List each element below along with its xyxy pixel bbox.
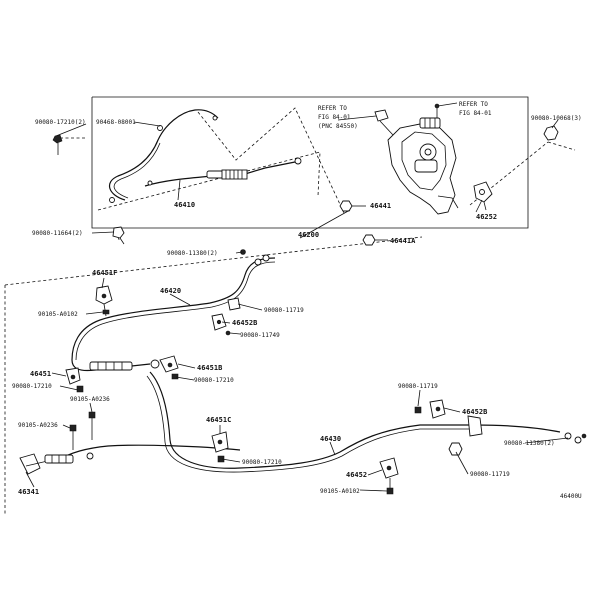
label-46451c: 46451C bbox=[206, 416, 231, 424]
bolt-90080-10068 bbox=[543, 125, 559, 141]
label-90080-11719-right: 90080-11719 bbox=[398, 383, 438, 390]
label-90080-11380-2-right: 90080-11380(2) bbox=[504, 440, 555, 447]
label-46410: 46410 bbox=[174, 201, 195, 209]
nut-46441a bbox=[362, 234, 388, 246]
label-90080-11380-2-top: 90080-11380(2) bbox=[167, 250, 218, 257]
nut-90080-11719 bbox=[448, 442, 463, 456]
label-46452b-top: 46452B bbox=[232, 319, 257, 327]
label-46200: 46200 bbox=[298, 231, 319, 239]
lever-assembly-box bbox=[91, 96, 529, 229]
label-46420: 46420 bbox=[160, 287, 181, 295]
label-90105-a0102-top: 90105-A0102 bbox=[38, 311, 78, 318]
refer-note-2-line-1: REFER TO bbox=[459, 101, 488, 108]
label-90105-a0236-left: 90105-A0236 bbox=[18, 422, 58, 429]
leader-lines bbox=[25, 102, 569, 492]
label-90080-17210-2: 90080-17210(2) bbox=[35, 119, 86, 126]
label-90080-11664-2: 90080-11664(2) bbox=[32, 230, 83, 237]
clip-90080-11664 bbox=[112, 226, 125, 245]
clamp-46452b-right bbox=[414, 399, 446, 419]
refer-note-1-line-1: REFER TO bbox=[318, 105, 347, 112]
parking-brake-lever bbox=[374, 103, 459, 215]
clamp-46451b bbox=[159, 355, 179, 380]
label-46341: 46341 bbox=[18, 488, 39, 496]
label-46441: 46441 bbox=[370, 202, 391, 210]
figure-id: 46400U bbox=[560, 493, 582, 500]
label-46451f: 46451F bbox=[92, 269, 117, 277]
bracket-46341 bbox=[19, 452, 94, 475]
clamp-46451f bbox=[95, 285, 113, 317]
label-46451: 46451 bbox=[30, 370, 51, 378]
bolt-90080-17210-top bbox=[52, 134, 63, 155]
refer-note-2-line-2: FIG 84-01 bbox=[459, 110, 492, 117]
label-90080-11719-bottom: 90080-11719 bbox=[470, 471, 510, 478]
part-labels: REFER TO FIG 84-01 (PNC 84550) REFER TO … bbox=[12, 101, 582, 500]
clamp-46451 bbox=[65, 367, 84, 393]
label-90080-11719-top: 90080-11719 bbox=[264, 307, 304, 314]
label-46252: 46252 bbox=[476, 213, 497, 221]
label-90080-17210-bottom: 90080-17210 bbox=[242, 459, 282, 466]
clamp-46451c bbox=[211, 431, 229, 463]
clamp-46452 bbox=[379, 457, 399, 495]
label-90080-10068-3: 90080-10068(3) bbox=[531, 115, 582, 122]
refer-note-1-line-3: (PNC 84550) bbox=[318, 123, 358, 130]
label-90080-17210-mid: 90080-17210 bbox=[194, 377, 234, 384]
bracket-46252 bbox=[473, 181, 493, 211]
refer-note-1-line-2: FIG 84-01 bbox=[318, 114, 351, 121]
front-cable-46410 bbox=[108, 109, 302, 203]
label-46452: 46452 bbox=[346, 471, 367, 479]
label-90080-17210-left: 90080-17210 bbox=[12, 383, 52, 390]
nut-46441 bbox=[339, 200, 366, 212]
label-90105-a0102-bottom: 90105-A0102 bbox=[320, 488, 360, 495]
label-90105-a0236-top: 90105-A0236 bbox=[70, 396, 110, 403]
label-46452b-right: 46452B bbox=[462, 408, 487, 416]
cable-46430 bbox=[54, 371, 587, 473]
label-46451b: 46451B bbox=[197, 364, 222, 372]
label-46441a: 46441A bbox=[390, 237, 416, 245]
bolt-90105-a0236 bbox=[69, 411, 96, 450]
label-90080-11749: 90080-11749 bbox=[240, 332, 280, 339]
label-46430: 46430 bbox=[320, 435, 341, 443]
label-90468-08001: 90468-08001 bbox=[96, 119, 136, 126]
clamp-46452b-top bbox=[211, 297, 241, 336]
cable-46420 bbox=[71, 249, 276, 372]
